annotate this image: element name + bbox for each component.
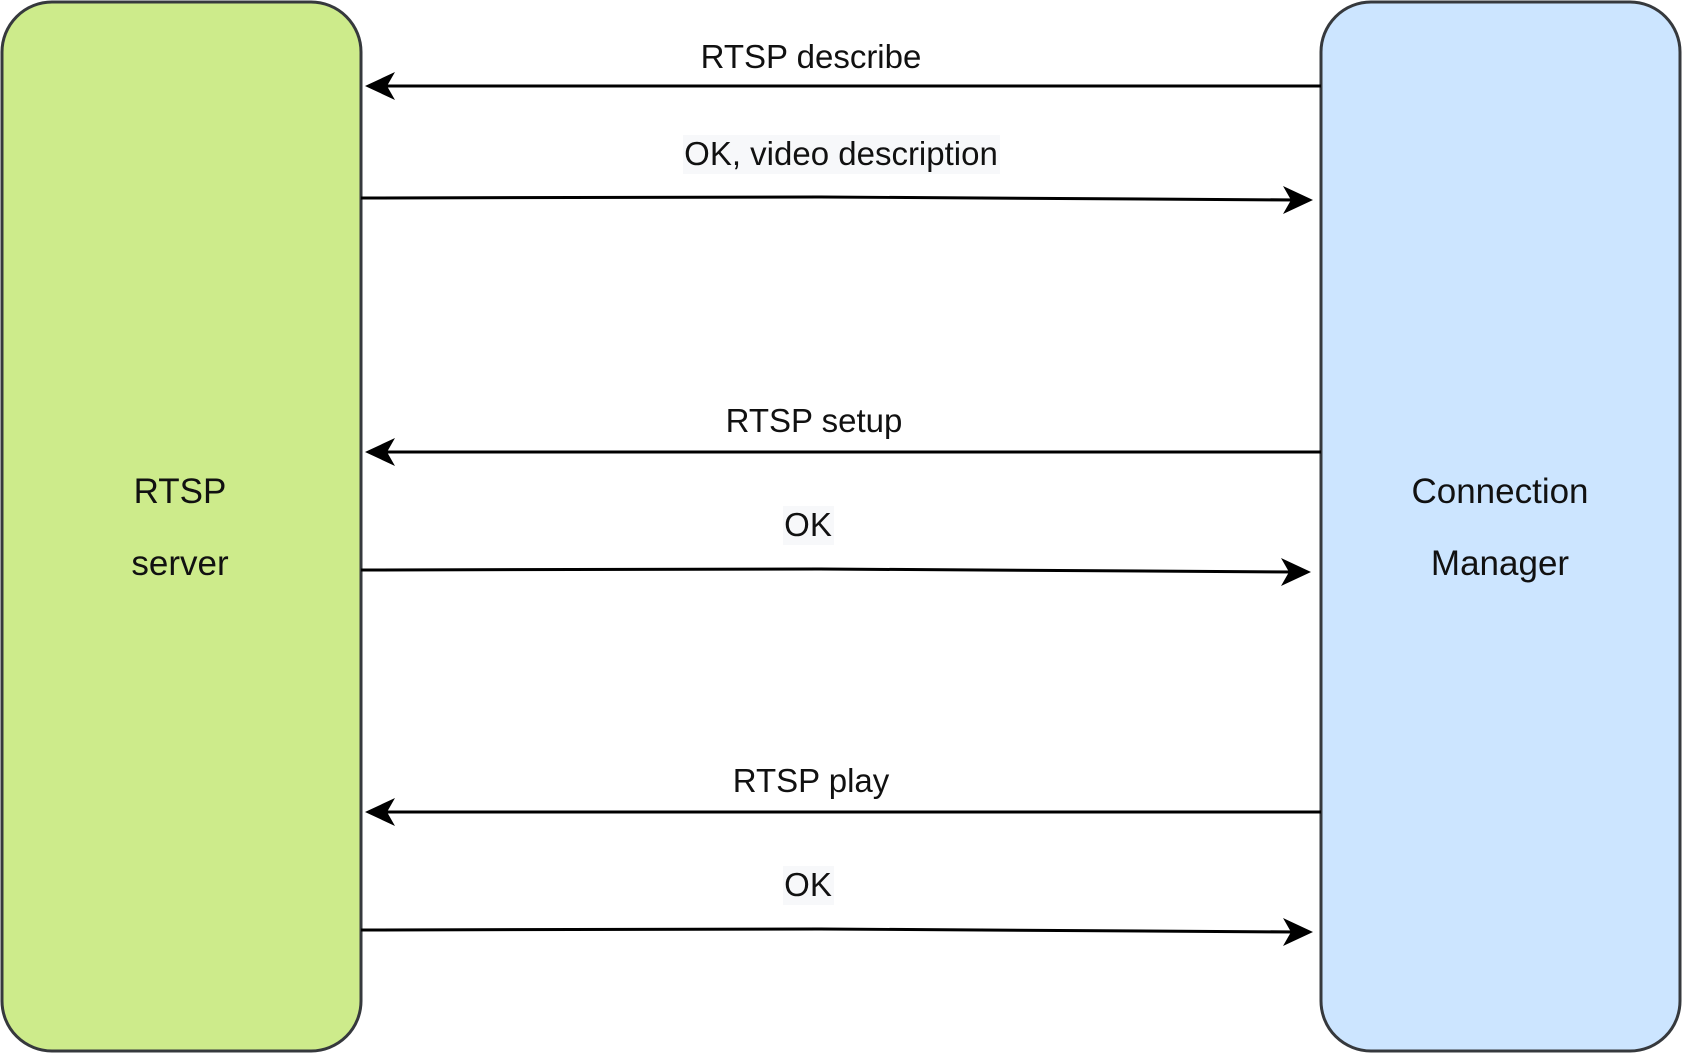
connection-manager-box [1319,0,1682,1053]
message-arrow-line [360,927,1301,934]
message-label: OK [784,866,832,903]
arrowhead-left-icon [365,72,395,100]
message-label-highlight [683,135,1000,174]
message-label-highlight [783,506,834,545]
message-ok-video-description: OK, video description [360,135,1313,214]
connection-manager-label-line-1: Connection [1411,472,1588,511]
rtsp-server-label-line-2: server [131,544,229,583]
rtsp-server-node: RTSP server [0,0,363,1053]
rtsp-server-label-line-1: RTSP [134,472,227,511]
message-label: OK, video description [684,135,998,172]
message-ok-play: OK [360,866,1313,946]
arrowhead-right-icon [1283,186,1313,214]
arrowhead-right-icon [1281,558,1311,586]
message-label: RTSP describe [701,38,922,75]
message-label: RTSP play [733,762,890,799]
message-label: RTSP setup [726,402,903,439]
connection-manager-label-line-2: Manager [1431,544,1569,583]
message-label: OK [784,506,832,543]
message-arrow-line [360,567,1299,574]
message-rtsp-setup: RTSP setup [365,402,1321,466]
message-rtsp-describe: RTSP describe [365,38,1321,100]
connection-manager-node: Connection Manager [1319,0,1682,1053]
message-ok-setup: OK [360,506,1311,586]
arrowhead-right-icon [1283,918,1313,946]
message-arrow-line [360,195,1301,202]
message-label-highlight [783,866,834,905]
message-rtsp-play: RTSP play [365,762,1321,826]
arrowhead-left-icon [365,798,395,826]
rtsp-server-box [0,0,363,1053]
arrowhead-left-icon [365,438,395,466]
